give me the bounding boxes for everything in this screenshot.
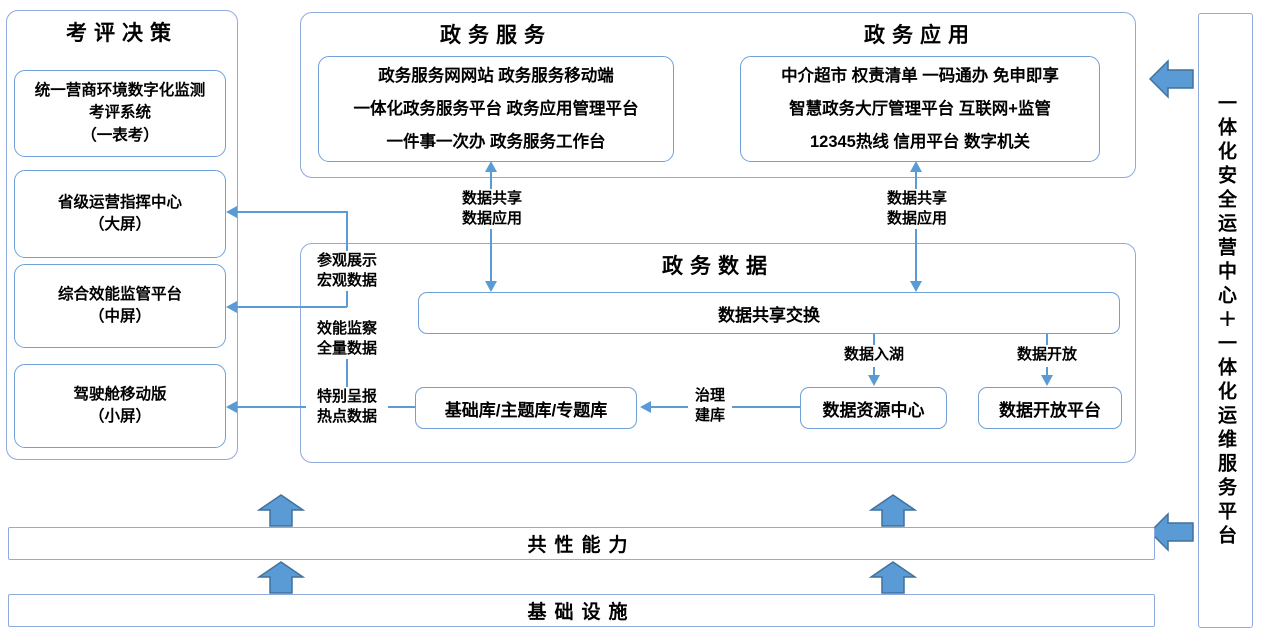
share-apply-line: 数据应用 — [886, 210, 947, 227]
open-platform-label: 数据开放平台 — [999, 400, 1101, 420]
governance-line-text: 建库 — [694, 407, 725, 424]
services-title: 政务服务 — [440, 24, 552, 47]
evaluation-box-line: （大屏） — [88, 216, 151, 233]
block-arrow-up-icon — [869, 494, 917, 527]
applications-line: 中介超市 权责清单 一码通办 免申即享 — [781, 66, 1059, 85]
efficiency-monitor-label: 效能监察 全量数据 — [306, 319, 388, 359]
share-apply-left-label: 数据共享 数据应用 — [453, 189, 531, 229]
to-command-center-line — [237, 211, 347, 213]
applications-box: 中介超市 权责清单 一码通办 免申即享 智慧政务大厅管理平台 互联网+监管 12… — [740, 56, 1100, 162]
arrowhead-down-icon — [485, 281, 497, 292]
evaluation-box-line: 驾驶舱移动版 — [73, 385, 167, 403]
block-arrow-up-icon — [257, 561, 305, 594]
block-arrow-up-icon — [869, 561, 917, 594]
arrowhead-down-icon — [1041, 375, 1053, 386]
share-apply-right-label: 数据共享 数据应用 — [878, 189, 956, 229]
evaluation-box-line: 综合效能监管平台 — [57, 285, 182, 303]
evaluation-box-line: （小屏） — [88, 408, 151, 425]
arrowhead-left-icon — [640, 401, 651, 413]
efficiency-monitor-line: 效能监察 — [316, 320, 377, 337]
evaluation-box-line: 省级运营指挥中心 — [57, 193, 182, 211]
base-db-label: 基础库/主题库/专题库 — [444, 400, 608, 420]
data-title: 政务数据 — [662, 255, 774, 278]
services-line: 一件事一次办 政务服务工作台 — [386, 132, 606, 151]
arrowhead-left-icon — [226, 401, 237, 413]
arrowhead-left-icon — [226, 301, 237, 313]
visit-display-line: 参观展示 — [316, 252, 377, 269]
security-ops-bar: 一体化安全运营中心＋一体化运维服务平台 — [1198, 13, 1253, 628]
security-ops-label: 一体化安全运营中心＋一体化运维服务平台 — [1215, 92, 1236, 549]
resource-center-label: 数据资源中心 — [822, 400, 925, 420]
arrowhead-up-icon — [910, 161, 922, 172]
visit-display-line: 宏观数据 — [316, 272, 377, 289]
infrastructure-bar: 基础设施 — [8, 594, 1155, 627]
base-db-box: 基础库/主题库/专题库 — [415, 387, 637, 429]
visit-display-label: 参观展示 宏观数据 — [306, 251, 388, 291]
special-report-line: 热点数据 — [316, 408, 377, 425]
spine-line — [346, 357, 348, 388]
efficiency-monitor-line: 全量数据 — [316, 340, 377, 357]
evaluation-box-line: 考评系统 — [88, 104, 151, 122]
spine-line — [346, 211, 348, 254]
applications-line: 智慧政务大厅管理平台 互联网+监管 — [789, 99, 1051, 118]
evaluation-box-line: 统一营商环境数字化监测 — [34, 81, 206, 99]
evaluation-title: 考评决策 — [66, 22, 178, 45]
evaluation-box-command-center: 省级运营指挥中心 （大屏） — [14, 170, 226, 258]
evaluation-box-supervision-platform: 综合效能监管平台 （中屏） — [14, 264, 226, 348]
block-arrow-left-icon — [1149, 59, 1194, 99]
applications-title: 政务应用 — [864, 24, 976, 47]
governance-line-text: 治理 — [694, 387, 725, 404]
special-report-line: 特别呈报 — [316, 388, 377, 405]
share-apply-line: 数据共享 — [461, 190, 522, 207]
block-arrow-up-icon — [257, 494, 305, 527]
services-line: 政务服务网网站 政务服务移动端 — [378, 66, 614, 85]
data-lake-label: 数据入湖 — [836, 345, 912, 367]
share-apply-line: 数据共享 — [886, 190, 947, 207]
evaluation-box-cockpit-mobile: 驾驶舱移动版 （小屏） — [14, 364, 226, 448]
arrowhead-down-icon — [868, 375, 880, 386]
resource-center-box: 数据资源中心 — [800, 387, 947, 429]
common-capability-bar: 共性能力 — [8, 527, 1155, 560]
to-supervision-line — [237, 306, 347, 308]
evaluation-box-monitoring: 统一营商环境数字化监测 考评系统 （一表考） — [14, 70, 226, 157]
common-capability-label: 共性能力 — [527, 535, 636, 556]
arrowhead-up-icon — [485, 161, 497, 172]
data-exchange-label: 数据共享交换 — [718, 305, 820, 325]
open-platform-box: 数据开放平台 — [978, 387, 1122, 429]
spine-line — [346, 289, 348, 307]
evaluation-box-line: （一表考） — [81, 126, 159, 144]
arrowhead-left-icon — [226, 206, 237, 218]
evaluation-box-line: （中屏） — [88, 308, 151, 325]
services-line: 一体化政务服务平台 政务应用管理平台 — [353, 99, 639, 118]
arrowhead-down-icon — [910, 281, 922, 292]
governance-label: 治理 建库 — [688, 386, 732, 426]
special-report-label: 特别呈报 热点数据 — [306, 387, 388, 427]
block-arrow-left-icon — [1149, 512, 1194, 552]
infrastructure-label: 基础设施 — [527, 602, 636, 623]
data-exchange-bar: 数据共享交换 — [418, 292, 1120, 334]
data-open-label: 数据开放 — [1009, 345, 1085, 367]
services-box: 政务服务网网站 政务服务移动端 一体化政务服务平台 政务应用管理平台 一件事一次… — [318, 56, 674, 162]
share-apply-line: 数据应用 — [461, 210, 522, 227]
applications-line: 12345热线 信用平台 数字机关 — [809, 132, 1031, 151]
